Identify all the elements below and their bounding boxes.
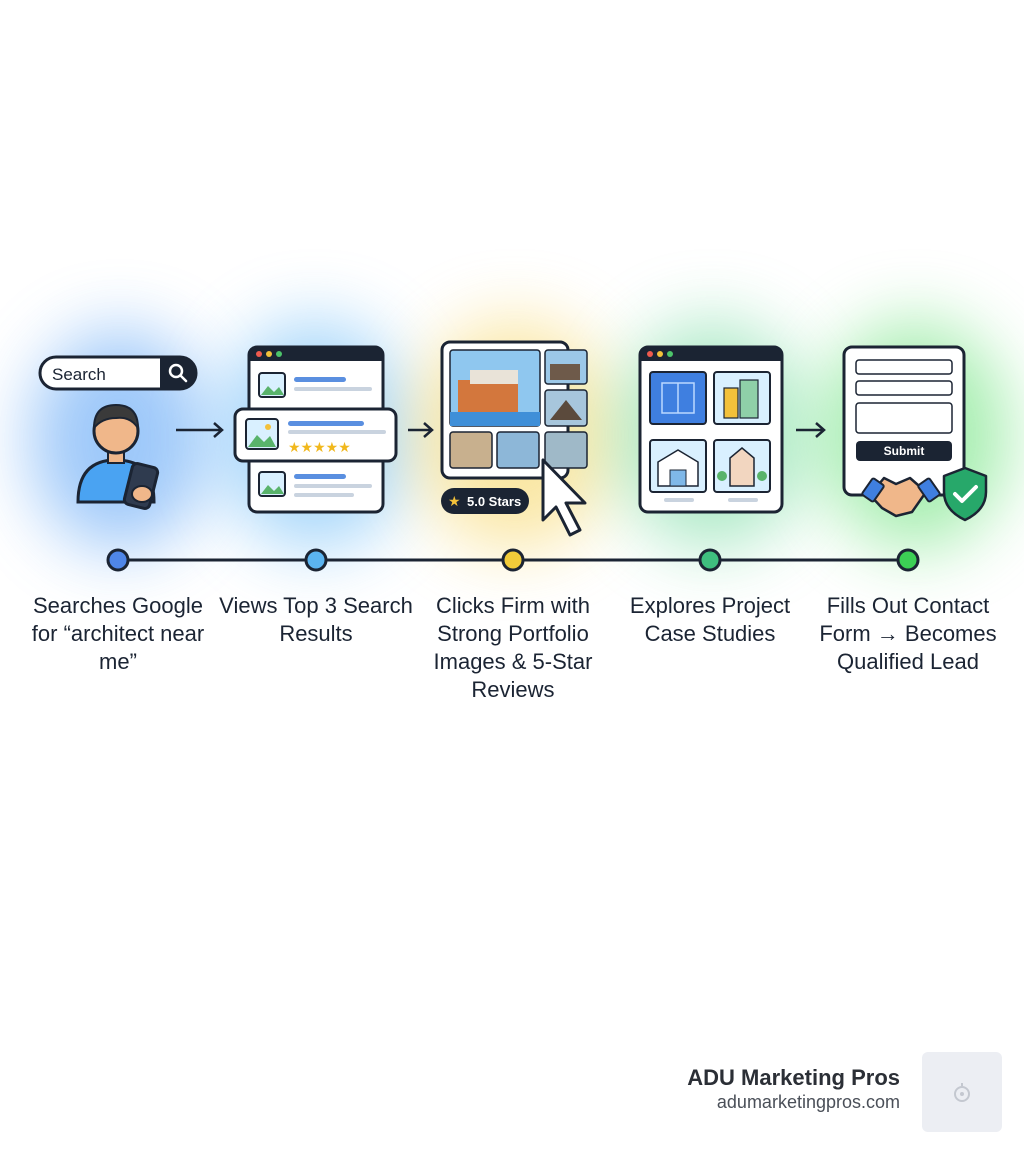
contact-form: Submit [842, 345, 966, 497]
house-photo [449, 431, 493, 469]
star-icon: ★ [448, 494, 461, 510]
brand-url: adumarketingpros.com [716, 1092, 900, 1112]
step-5-label: Fills Out Contact Form → Becomes Qualifi… [819, 593, 997, 674]
form-field [855, 402, 953, 434]
form-field [855, 359, 953, 375]
case-studies-window [638, 345, 784, 514]
rating-badge: ★ 5.0 Stars [441, 488, 529, 514]
arrow-right-icon [176, 422, 224, 438]
shield-check-icon [942, 466, 988, 522]
submit-label: Submit [884, 444, 925, 458]
timeline-dot-2 [304, 548, 328, 572]
search-results-window: ★★★★★ [233, 345, 398, 514]
submit-button [856, 441, 952, 461]
five-stars-icon: ★★★★★ [288, 440, 351, 456]
house-photo [496, 431, 540, 469]
timeline-dot-1 [106, 548, 130, 572]
brand: ADU Marketing Pros adumarketingpros.com [687, 1065, 900, 1113]
arrow-right-icon [796, 422, 826, 438]
search-bar: Search [38, 355, 198, 391]
person-with-phone-icon [76, 403, 160, 510]
logo-icon [954, 1083, 970, 1102]
form-field [855, 380, 953, 396]
timeline-dot-3 [501, 548, 525, 572]
timeline-dot-4 [698, 548, 722, 572]
handshake-icon [861, 476, 941, 518]
step-3-label: Clicks Firm with Strong Portfolio Images… [433, 593, 593, 702]
step-1-label: Searches Google for “architect near me” [31, 593, 205, 674]
rating-label: 5.0 Stars [467, 494, 521, 509]
portfolio-gallery [440, 340, 588, 480]
arrow-right-icon [408, 422, 434, 438]
house-photo [544, 431, 588, 469]
search-label: Search [52, 365, 106, 384]
brand-name: ADU Marketing Pros [687, 1065, 900, 1090]
brand-logo [922, 1052, 1002, 1132]
cursor-icon [541, 458, 587, 537]
timeline-dot-5 [896, 548, 920, 572]
step-2-label: Views Top 3 Search Results [219, 593, 413, 646]
timeline-dots [106, 548, 920, 572]
search-icon [168, 363, 188, 383]
step-4-label: Explores Project Case Studies [629, 593, 791, 646]
